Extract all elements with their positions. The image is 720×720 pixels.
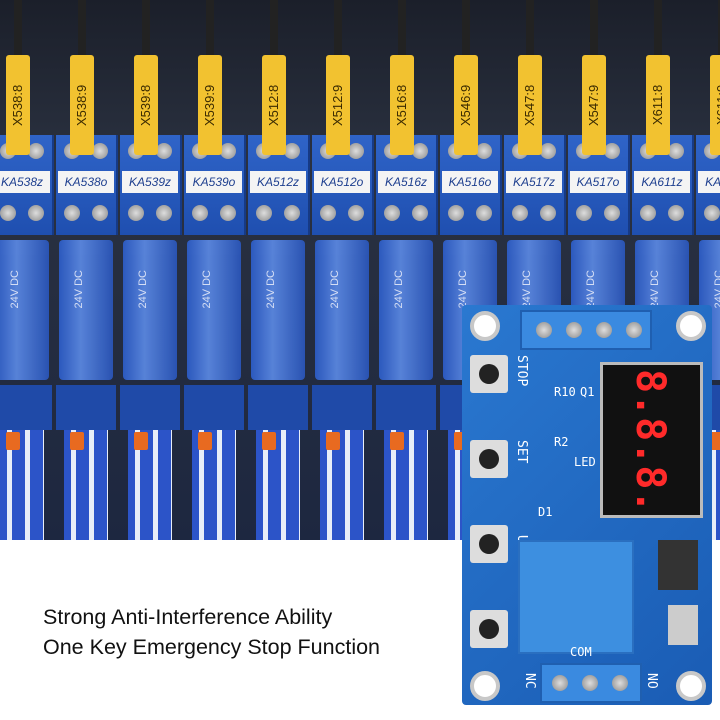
relay-rating: 24V DC xyxy=(265,270,277,309)
caption: Strong Anti-Interference Ability One Key… xyxy=(43,602,380,662)
wire-tag: X546:9 xyxy=(454,55,478,155)
mount-hole xyxy=(470,311,500,341)
nc-label: NC xyxy=(522,673,537,689)
relay-label: KA539z xyxy=(122,171,178,193)
wire-tag: X611:8 xyxy=(646,55,670,155)
wire-tag: X539:8 xyxy=(134,55,158,155)
usb-port[interactable] xyxy=(668,605,698,645)
regulator xyxy=(658,540,698,590)
relay-label: KA517o xyxy=(570,171,626,193)
wire-tag: X512:9 xyxy=(326,55,350,155)
set-button[interactable] xyxy=(470,440,508,478)
relay-label: KA512o xyxy=(314,171,370,193)
display-digits: 8.8.8. xyxy=(627,369,673,514)
relay-label: KA538z xyxy=(0,171,50,193)
mount-hole xyxy=(470,671,500,701)
relay-rating: 24V DC xyxy=(201,270,213,309)
stop-button[interactable] xyxy=(470,355,508,393)
relay-rating: 24V DC xyxy=(9,270,21,309)
relay-label: KA611z xyxy=(634,171,690,193)
relay-column: KA512z X512:8 24V DC xyxy=(248,0,310,540)
wire-tag: X516:8 xyxy=(390,55,414,155)
relay-column: KA538o X538:9 24V DC xyxy=(56,0,118,540)
relay-rating: 24V DC xyxy=(73,270,85,309)
relay-rating: 24V DC xyxy=(457,270,469,309)
no-label: NO xyxy=(644,673,659,689)
relay-rating: 24V DC xyxy=(521,270,533,309)
relay-panel-photo: KA538z X538:8 24V DC KA538o X538:9 24V D… xyxy=(0,0,720,540)
led-display: 8.8.8. xyxy=(600,362,703,518)
relay-column: KA512o X512:9 24V DC xyxy=(312,0,374,540)
set-label: SET xyxy=(514,440,529,464)
relay-rating: 24V DC xyxy=(649,270,661,309)
relay-label: KA512z xyxy=(250,171,306,193)
relay-rating: 24V DC xyxy=(713,270,720,309)
relay-label: KA539o xyxy=(186,171,242,193)
relay-rating: 24V DC xyxy=(329,270,341,309)
relay-rating: 24V DC xyxy=(393,270,405,309)
relay-label: KA516z xyxy=(378,171,434,193)
wire-tag: X611:9 xyxy=(710,55,720,155)
timer-relay-module: STOP SET UP DOWN R10 Q1 R2 LED D1 8.8.8.… xyxy=(462,305,712,705)
relay-rating: 24V DC xyxy=(137,270,149,309)
pcb-label: R2 xyxy=(554,435,569,449)
mount-hole xyxy=(676,311,706,341)
pcb-label: D1 xyxy=(538,505,553,519)
relay-label: KA538o xyxy=(58,171,114,193)
relay-label: KA611o xyxy=(698,171,720,193)
caption-line-2: One Key Emergency Stop Function xyxy=(43,635,381,659)
relay-column: KA539z X539:8 24V DC xyxy=(120,0,182,540)
wire-tag: X539:9 xyxy=(198,55,222,155)
output-terminal xyxy=(540,663,642,703)
com-label: COM xyxy=(570,645,592,659)
relay-column: KA538z X538:8 24V DC xyxy=(0,0,54,540)
relay-column: KA516z X516:8 24V DC xyxy=(376,0,438,540)
relay-label: KA517z xyxy=(506,171,562,193)
up-button[interactable] xyxy=(470,525,508,563)
pcb-label: Q1 xyxy=(580,385,595,399)
power-terminal xyxy=(520,310,652,350)
wire-tag: X547:9 xyxy=(582,55,606,155)
wire-tag: X547:8 xyxy=(518,55,542,155)
pcb-label: R10 xyxy=(554,385,576,399)
pcb-label: LED xyxy=(574,455,596,469)
down-button[interactable] xyxy=(470,610,508,648)
relay-column: KA539o X539:9 24V DC xyxy=(184,0,246,540)
relay xyxy=(518,540,634,654)
relay-rating: 24V DC xyxy=(585,270,597,309)
stop-label: STOP xyxy=(514,355,529,387)
wire-tag: X512:8 xyxy=(262,55,286,155)
relay-label: KA516o xyxy=(442,171,498,193)
caption-line-1: Strong Anti-Interference Ability xyxy=(43,605,333,629)
wire-tag: X538:9 xyxy=(70,55,94,155)
mount-hole xyxy=(676,671,706,701)
wire-tag: X538:8 xyxy=(6,55,30,155)
